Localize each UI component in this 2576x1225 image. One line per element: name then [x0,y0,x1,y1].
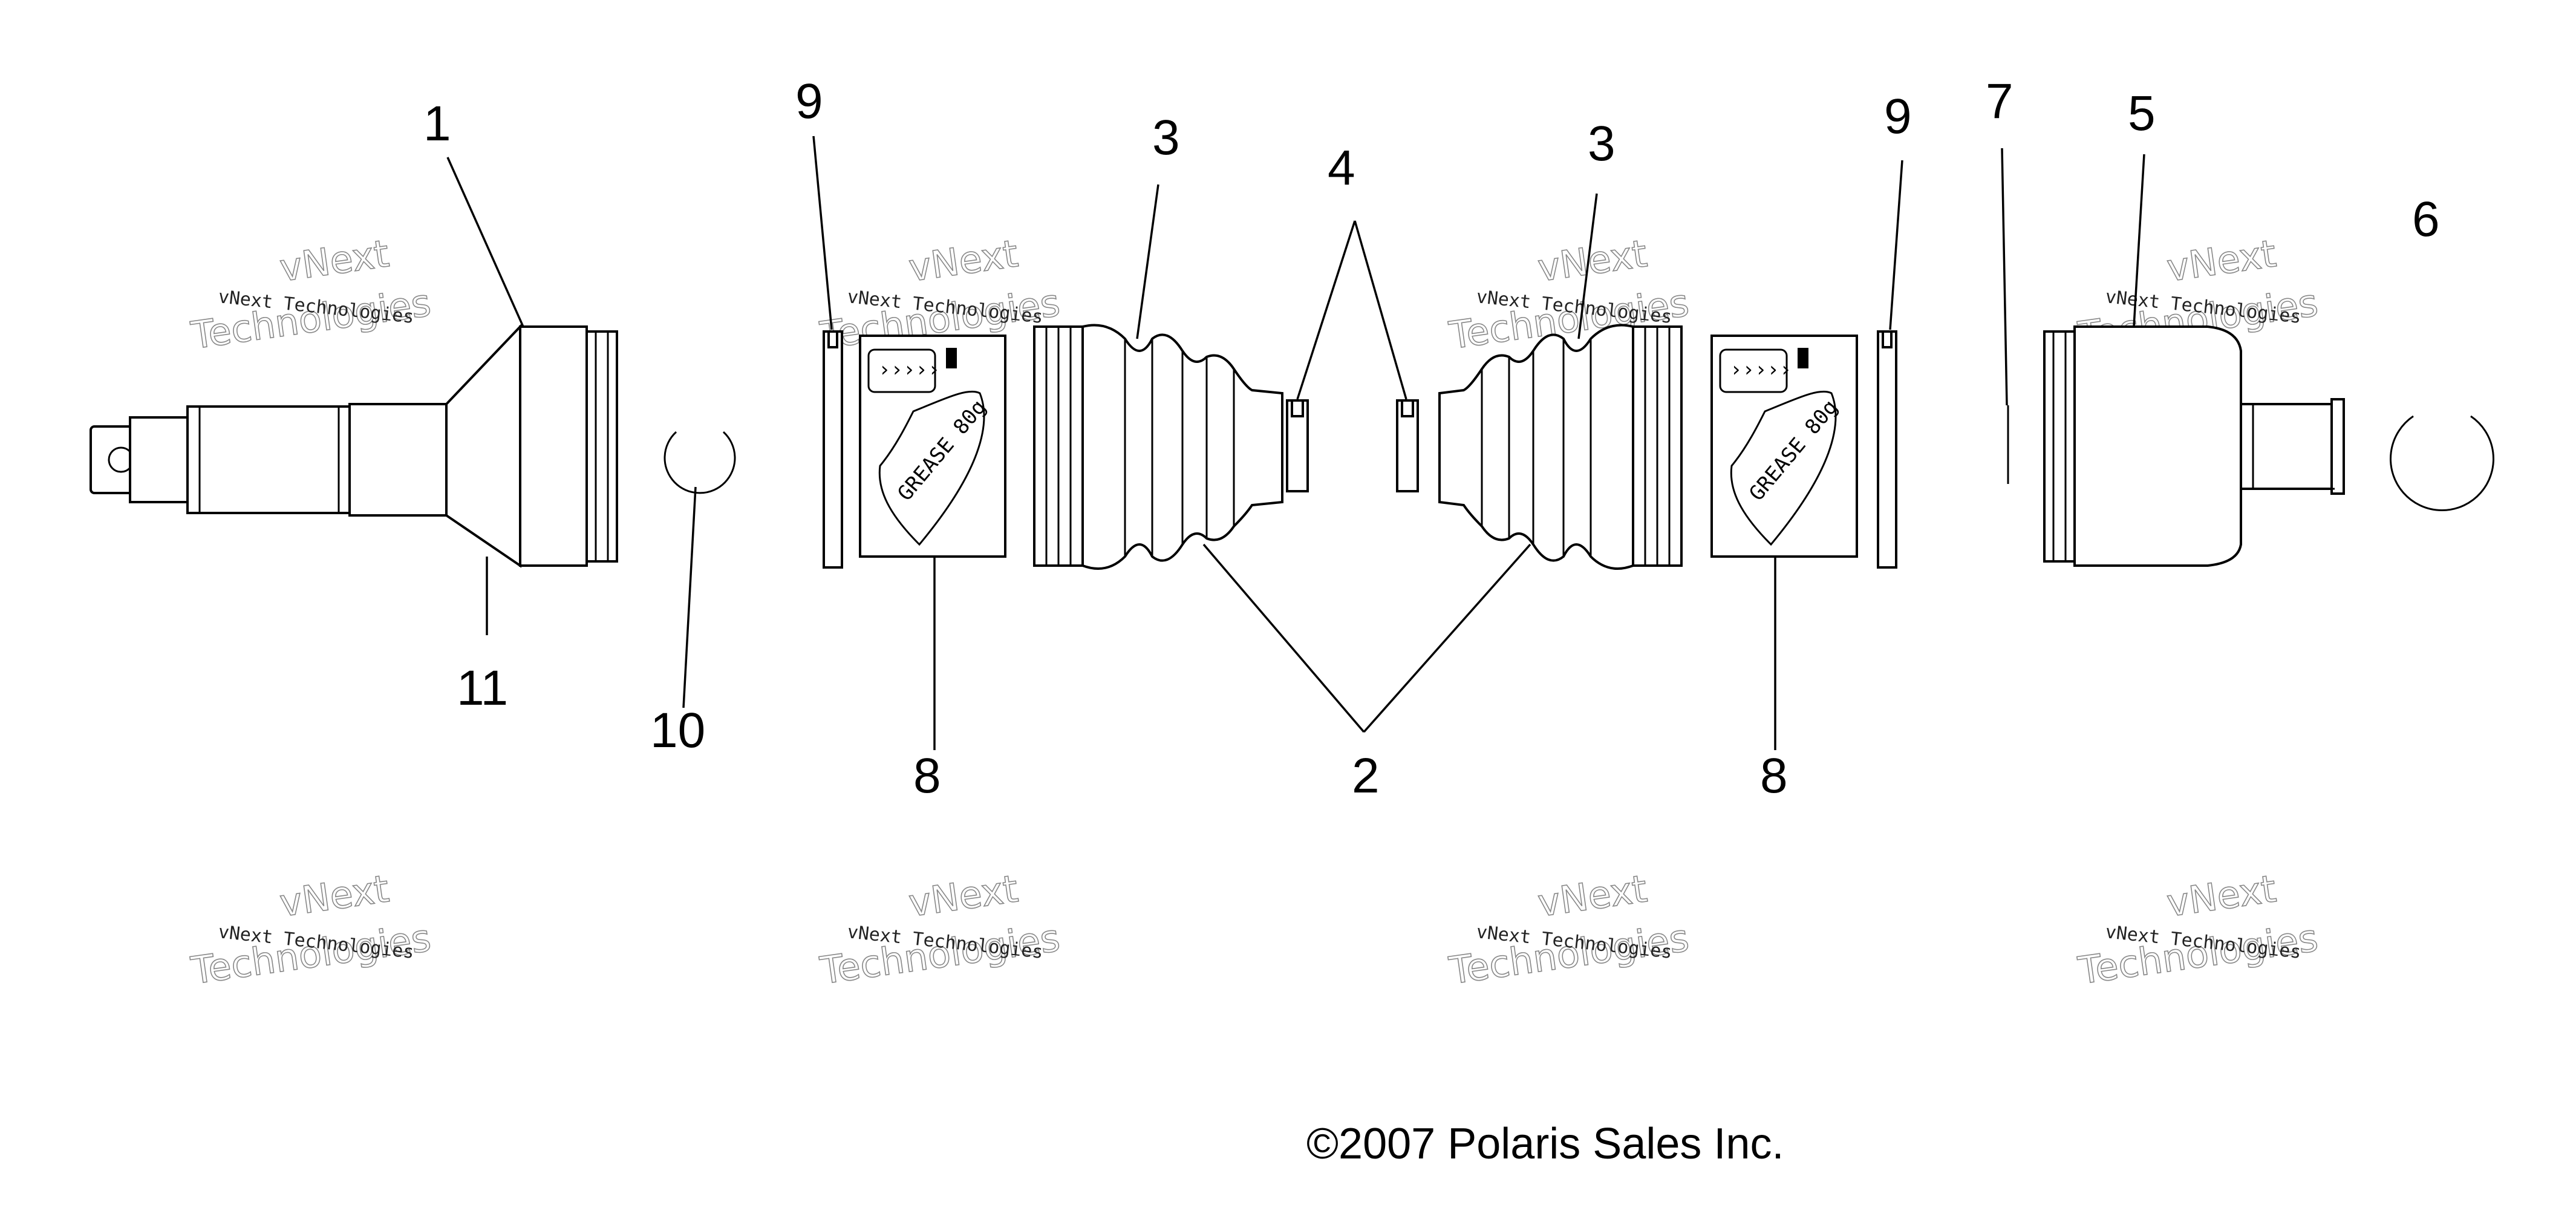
watermark-7: Technologies vNext vNext Technologies [1446,866,1692,993]
clamp-band-right [1877,330,1897,569]
watermark-8: Technologies vNext vNext Technologies [2075,866,2321,993]
callout-1: 1 [423,96,451,151]
svg-text:vNext: vNext [906,866,1021,925]
callout-4: 4 [1328,140,1355,195]
svg-text:vNext: vNext [1535,866,1650,925]
small-clamp-right [1396,399,1419,492]
circlip-6 [2390,415,2494,511]
boot-right [1438,324,1683,570]
callout-9-left: 9 [795,74,823,129]
svg-text:›››››: ››››› [1730,358,1792,382]
callout-7: 7 [1986,74,2014,129]
svg-text:vNext: vNext [277,231,392,290]
leader-lines [446,136,2145,750]
outboard-cv-joint [90,324,618,568]
svg-text:vNext: vNext [277,866,392,925]
callout-3-right: 3 [1588,116,1616,171]
inboard-cv-joint [2043,325,2345,567]
boot-left [1033,324,1283,570]
circlip-10 [664,431,736,494]
copyright-notice: ©2007 Polaris Sales Inc. [1306,1120,1784,1168]
small-clamp-left [1286,399,1309,492]
svg-text:vNext: vNext [1535,231,1650,290]
clamp-band-left [823,330,843,569]
watermark-1: Technologies vNext vNext Technologies [187,230,434,358]
grease-packet-right: ››››› GREASE 80g [1710,335,1858,558]
svg-text:vNext: vNext [2164,866,2279,925]
callout-10: 10 [650,703,705,758]
watermark-5: Technologies vNext vNext Technologies [187,866,434,993]
callout-5: 5 [2128,86,2156,141]
svg-text:vNext: vNext [2164,231,2279,290]
callout-9-right: 9 [1884,89,1912,144]
callout-6: 6 [2412,192,2440,247]
callout-8-right: 8 [1760,748,1788,803]
callout-3-left: 3 [1152,110,1180,165]
grease-packet-left: ››››› GREASE 80g [859,335,1006,558]
watermark-6: Technologies vNext vNext Technologies [817,866,1063,993]
svg-text:›››››: ››››› [878,358,940,382]
callout-8-left: 8 [913,748,941,803]
callout-2: 2 [1352,748,1380,803]
svg-text:vNext: vNext [906,231,1021,290]
callout-11: 11 [457,661,508,716]
